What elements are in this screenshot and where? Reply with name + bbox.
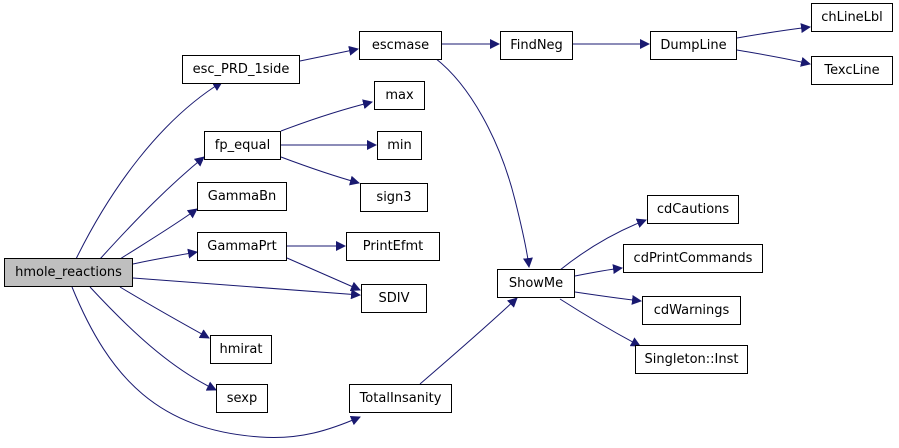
node-escmase[interactable]: escmase xyxy=(359,31,442,60)
edge-showme-singleton xyxy=(559,298,641,347)
edge-esc-prd-escmase xyxy=(299,45,359,62)
node-printefmt[interactable]: PrintEfmt xyxy=(346,232,440,261)
node-dumpline[interactable]: DumpLine xyxy=(650,31,737,60)
edge-dumpline-chlinelbl xyxy=(736,23,811,39)
edge-hmole-gammaprt xyxy=(132,248,198,265)
edge-gammaprt-sdiv xyxy=(286,257,361,291)
edge-showme-cdprintcommands xyxy=(574,264,623,277)
node-findneg[interactable]: FindNeg xyxy=(500,31,573,60)
edge-fpequal-sign3 xyxy=(280,156,360,186)
node-gammaprt[interactable]: GammaPrt xyxy=(197,232,287,261)
node-esc-prd-1side[interactable]: esc_PRD_1side xyxy=(182,55,300,84)
edge-fpequal-max xyxy=(280,99,373,132)
node-fp-equal[interactable]: fp_equal xyxy=(204,131,281,160)
node-max[interactable]: max xyxy=(374,81,425,110)
edge-dumpline-texcline xyxy=(736,49,811,67)
node-showme[interactable]: ShowMe xyxy=(497,269,575,298)
node-gammabn[interactable]: GammaBn xyxy=(197,182,287,211)
node-min[interactable]: min xyxy=(377,131,422,160)
node-hmole-reactions[interactable]: hmole_reactions xyxy=(4,258,133,287)
edge-showme-cdwarnings xyxy=(574,291,642,305)
edge-hmole-sexp xyxy=(89,286,217,391)
node-texcline[interactable]: TexcLine xyxy=(811,56,893,85)
edge-hmole-sdiv xyxy=(132,277,361,300)
edge-hmole-totalinsanity xyxy=(71,286,361,439)
node-sexp[interactable]: sexp xyxy=(216,384,268,413)
edge-hmole-fp-equal xyxy=(99,156,205,260)
node-singleton-inst[interactable]: Singleton::Inst xyxy=(635,345,748,374)
node-chlinelbl[interactable]: chLineLbl xyxy=(811,3,893,32)
edge-escmase-showme xyxy=(434,57,533,268)
node-hmirat[interactable]: hmirat xyxy=(210,335,272,364)
edge-hmole-hmirat xyxy=(119,286,210,339)
edge-showme-cdcautions xyxy=(559,218,647,271)
node-sign3[interactable]: sign3 xyxy=(360,183,428,212)
node-sdiv[interactable]: SDIV xyxy=(361,284,427,313)
edge-totalinsanity-showme xyxy=(419,297,518,385)
node-cdprintcommands[interactable]: cdPrintCommands xyxy=(623,244,763,273)
edge-hmole-gammabn xyxy=(119,208,198,260)
node-totalinsanity[interactable]: TotalInsanity xyxy=(349,384,452,413)
edge-hmole-esc-prd xyxy=(75,81,223,260)
node-cdwarnings[interactable]: cdWarnings xyxy=(642,296,741,325)
node-cdcautions[interactable]: cdCautions xyxy=(647,195,739,224)
